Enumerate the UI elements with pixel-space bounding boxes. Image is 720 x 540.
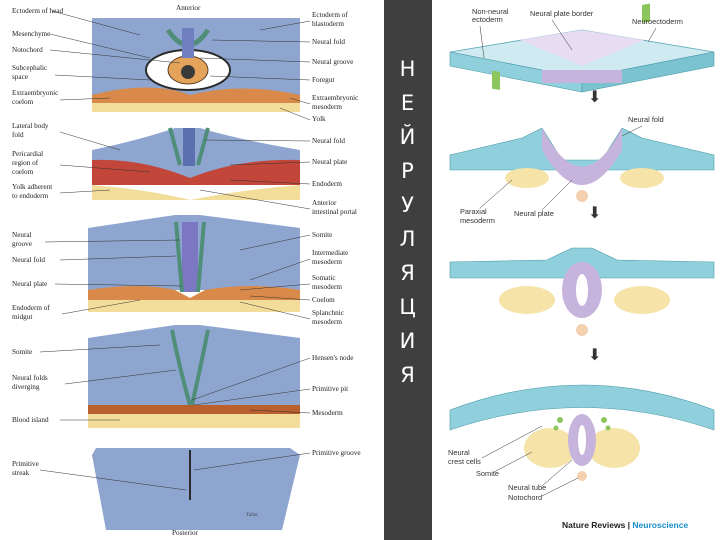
label-right-13: Somite bbox=[312, 231, 332, 239]
label-somite: Somite bbox=[476, 469, 499, 478]
label-left-24: Primitive bbox=[12, 460, 39, 468]
label-tailor: Tailor bbox=[246, 513, 258, 518]
label-left-5: Extraembryonic bbox=[12, 89, 58, 97]
label-left-18: Endoderm of bbox=[12, 304, 50, 312]
label-left-0: Ectoderm of head bbox=[12, 7, 63, 15]
label-left-11: coelom bbox=[12, 168, 34, 176]
label-left-23: Blood island bbox=[12, 416, 49, 424]
label-left-25: streak bbox=[12, 469, 30, 477]
label-right-2: Neural fold bbox=[312, 38, 345, 46]
label-right-10: Endoderm bbox=[312, 180, 342, 188]
label-left-22: diverging bbox=[12, 383, 40, 391]
label-right-17: mesoderm bbox=[312, 283, 342, 291]
label-left-13: to endoderm bbox=[12, 192, 49, 200]
label-left-4: space bbox=[12, 73, 28, 81]
label-notochord: Notochord bbox=[508, 493, 542, 502]
title-letter: Н bbox=[399, 57, 417, 81]
label-right-8: Neural fold bbox=[312, 137, 345, 145]
label-right-3: Neural groove bbox=[312, 58, 353, 66]
label-left-2: Notochord bbox=[12, 46, 43, 54]
label-left-20: Somite bbox=[12, 348, 32, 356]
label-crest-cells: crest cells bbox=[448, 457, 481, 466]
label-neural-plate: Neural plate bbox=[514, 209, 554, 218]
section-foregut bbox=[92, 127, 300, 200]
label-right-0: Ectoderm of bbox=[312, 11, 348, 19]
label-left-3: Subcephalic bbox=[12, 64, 47, 72]
title-letter: И bbox=[399, 329, 417, 353]
title-letter: У bbox=[401, 193, 415, 217]
stage-neural-tube bbox=[449, 384, 715, 481]
section-head bbox=[92, 18, 300, 112]
label-neural-tube: Neural tube bbox=[508, 483, 546, 492]
title-letter: Й bbox=[399, 125, 417, 149]
label-right-16: Somatic bbox=[312, 274, 336, 282]
label-left-21: Neural folds bbox=[12, 374, 48, 382]
label-right-5: Extraembryonic bbox=[312, 94, 358, 102]
label-left-17: Neural plate bbox=[12, 280, 47, 288]
label-non-neural: Non-neural bbox=[472, 7, 509, 16]
label-left-7: Lateral body bbox=[12, 122, 49, 130]
label-left-6: coelom bbox=[12, 98, 34, 106]
arrow-down-1-icon: ⬇ bbox=[588, 87, 601, 106]
label-paraxial: Paraxial bbox=[460, 207, 487, 216]
label-left-15: groove bbox=[12, 240, 32, 248]
label-posterior: Posterior bbox=[172, 529, 199, 537]
stage-closing-tube bbox=[449, 247, 715, 336]
label-right-14: Intermediate bbox=[312, 249, 348, 257]
label-left-14: Neural bbox=[12, 231, 32, 239]
label-right-19: Splanchnic bbox=[312, 309, 344, 317]
label-left-10: region of bbox=[12, 159, 39, 167]
label-right-15: mesoderm bbox=[312, 258, 342, 266]
label-right-11: Anterior bbox=[312, 199, 337, 207]
label-right-12: intestinal portal bbox=[312, 208, 357, 216]
label-right-20: mesoderm bbox=[312, 318, 342, 326]
label-ectoderm: ectoderm bbox=[472, 15, 503, 24]
arrow-down-3-icon: ⬇ bbox=[588, 345, 601, 364]
right-leader-lines bbox=[479, 19, 657, 497]
label-right-7: Yolk bbox=[312, 115, 326, 123]
neurulation-stages-figure: ⬇ ⬇ ⬇ Non-neural ectoderm Neural plate b… bbox=[432, 0, 720, 540]
title-letter: Р bbox=[401, 159, 415, 183]
label-right-6: mesoderm bbox=[312, 103, 342, 111]
section-hensens-node bbox=[88, 325, 300, 428]
neurulation-svg: ⬇ ⬇ ⬇ Non-neural ectoderm Neural plate b… bbox=[448, 3, 715, 502]
label-left-19: midgut bbox=[12, 313, 32, 321]
label-right-18: Coelom bbox=[312, 296, 335, 304]
title-letter: Я bbox=[400, 363, 416, 387]
label-right-1: blastoderm bbox=[312, 20, 344, 28]
label-right-4: Foregut bbox=[312, 76, 334, 84]
title-letter: Я bbox=[400, 261, 416, 285]
label-neuroectoderm: Neuroectoderm bbox=[632, 17, 683, 26]
leader-lines bbox=[39, 10, 311, 491]
journal-separator: | bbox=[625, 520, 633, 530]
embryo-sections-figure: Ectoderm of head Mesenchyme Notochord Su… bbox=[12, 4, 361, 537]
embryo-sections-svg: Ectoderm of head Mesenchyme Notochord Su… bbox=[12, 4, 361, 537]
label-neural: Neural bbox=[448, 448, 470, 457]
journal-section: Neuroscience bbox=[632, 520, 689, 530]
label-plate-border: Neural plate border bbox=[530, 9, 594, 18]
label-left-9: Pericardial bbox=[12, 150, 43, 158]
label-neural-fold: Neural fold bbox=[628, 115, 664, 124]
arrow-down-2-icon: ⬇ bbox=[588, 203, 601, 222]
label-left-12: Yolk adherent bbox=[12, 183, 52, 191]
journal-credit: Nature Reviews | Neuroscience bbox=[562, 520, 688, 530]
title-letter: Е bbox=[400, 91, 416, 115]
section-primitive-streak bbox=[92, 448, 300, 530]
label-left-1: Mesenchyme bbox=[12, 30, 50, 38]
label-right-24: Primitive groove bbox=[312, 449, 361, 457]
journal-name: Nature Reviews bbox=[562, 520, 626, 530]
label-left-8: fold bbox=[12, 131, 24, 139]
label-left-16: Neural fold bbox=[12, 256, 45, 264]
title-letter: Ц bbox=[399, 295, 417, 319]
title-strip bbox=[384, 0, 432, 540]
title-letter: Л bbox=[399, 227, 417, 251]
label-right-22: Primitive pit bbox=[312, 385, 348, 393]
vertical-title: Н Е Й Р У Л Я Ц И Я bbox=[384, 52, 432, 392]
label-mesoderm: mesoderm bbox=[460, 216, 495, 225]
label-right-23: Mesoderm bbox=[312, 409, 343, 417]
stage-neural-fold bbox=[449, 127, 715, 202]
label-right-21: Hensen's node bbox=[312, 354, 353, 362]
label-anterior: Anterior bbox=[176, 4, 201, 12]
label-right-9: Neural plate bbox=[312, 158, 347, 166]
